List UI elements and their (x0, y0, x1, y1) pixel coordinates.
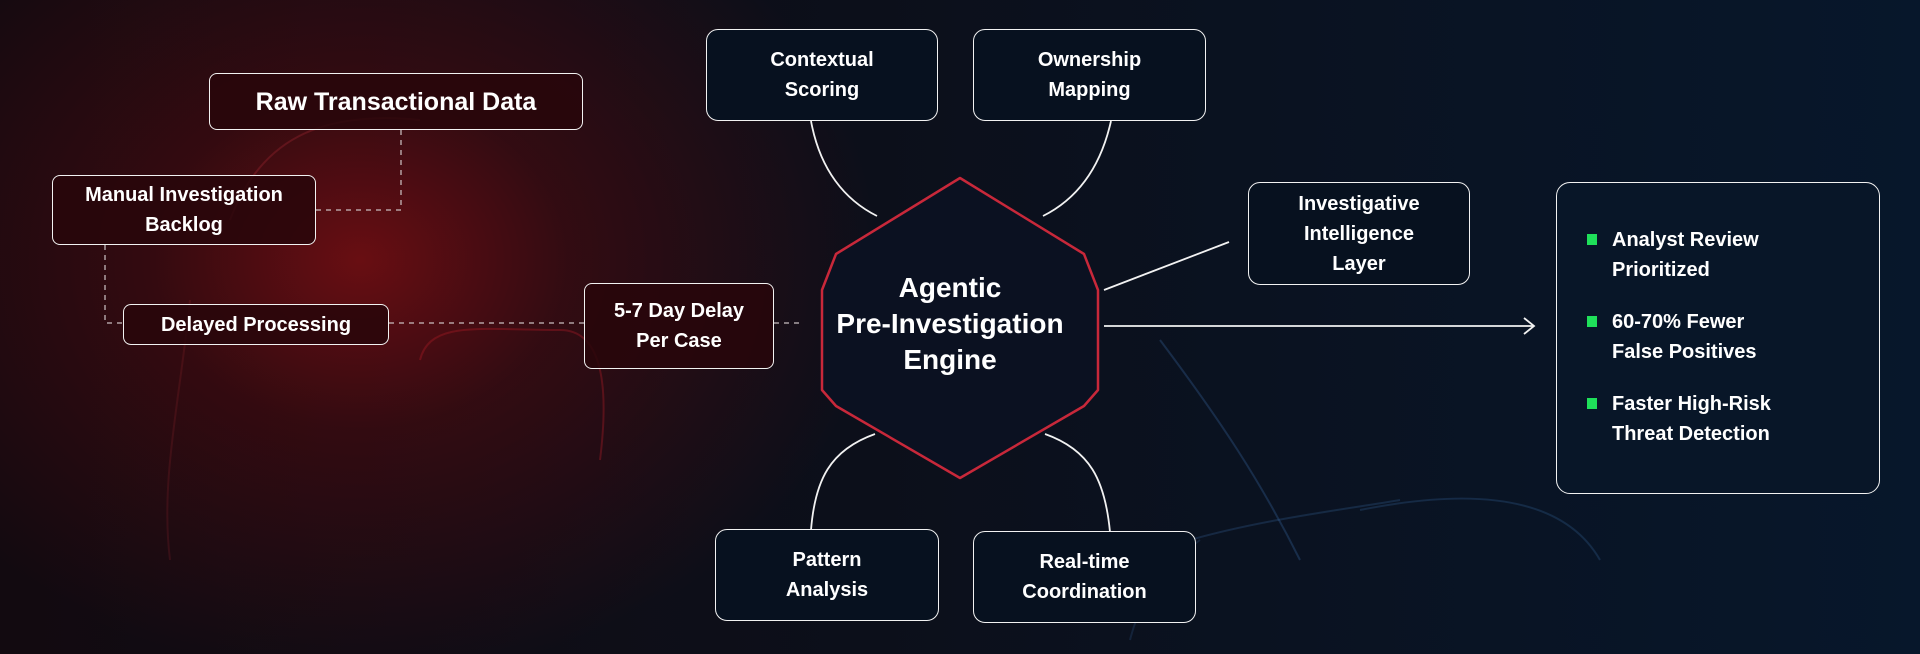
green-square-bullet-icon (1587, 316, 1597, 327)
contextual-scoring-node: Contextual Scoring (706, 29, 938, 121)
delay-per-case-label: 5-7 Day Delay Per Case (613, 300, 745, 352)
raw-transactional-data-label: Raw Transactional Data (255, 87, 537, 116)
result-text: Analyst Review Prioritized (1612, 229, 1759, 281)
raw-transactional-data-node: Raw Transactional Data (209, 73, 583, 130)
manual-investigation-backlog-label: Manual Investigation Backlog (85, 184, 283, 236)
result-text: 60-70% Fewer False Positives (1612, 311, 1757, 363)
investigative-intelligence-layer-node: Investigative Intelligence Layer (1248, 182, 1470, 285)
result-text: Faster High-Risk Threat Detection (1612, 393, 1771, 445)
engine-label: Agentic Pre-Investigation Engine (836, 272, 1064, 375)
delayed-processing-node: Delayed Processing (123, 304, 389, 345)
contextual-scoring-label: Contextual Scoring (770, 49, 874, 101)
ownership-mapping-label: Ownership Mapping (1037, 49, 1142, 101)
pattern-analysis-label: Pattern Analysis (785, 549, 869, 601)
realtime-coordination-label: Real-time Coordination (1022, 551, 1147, 603)
delayed-processing-label: Delayed Processing (160, 313, 352, 336)
manual-investigation-backlog-node: Manual Investigation Backlog (52, 175, 316, 245)
pattern-analysis-node: Pattern Analysis (715, 529, 939, 621)
delay-per-case-node: 5-7 Day Delay Per Case (584, 283, 774, 369)
result-item: 60-70% Fewer False Positives (1587, 307, 1879, 367)
realtime-coordination-node: Real-time Coordination (973, 531, 1196, 623)
engine-hexagon (820, 176, 1100, 480)
results-panel: Analyst Review Prioritized 60-70% Fewer … (1556, 182, 1880, 494)
green-square-bullet-icon (1587, 398, 1597, 409)
green-square-bullet-icon (1587, 234, 1597, 245)
result-item: Faster High-Risk Threat Detection (1587, 389, 1879, 449)
ownership-mapping-node: Ownership Mapping (973, 29, 1206, 121)
investigative-intelligence-layer-label: Investigative Intelligence Layer (1298, 192, 1420, 275)
result-item: Analyst Review Prioritized (1587, 225, 1879, 285)
